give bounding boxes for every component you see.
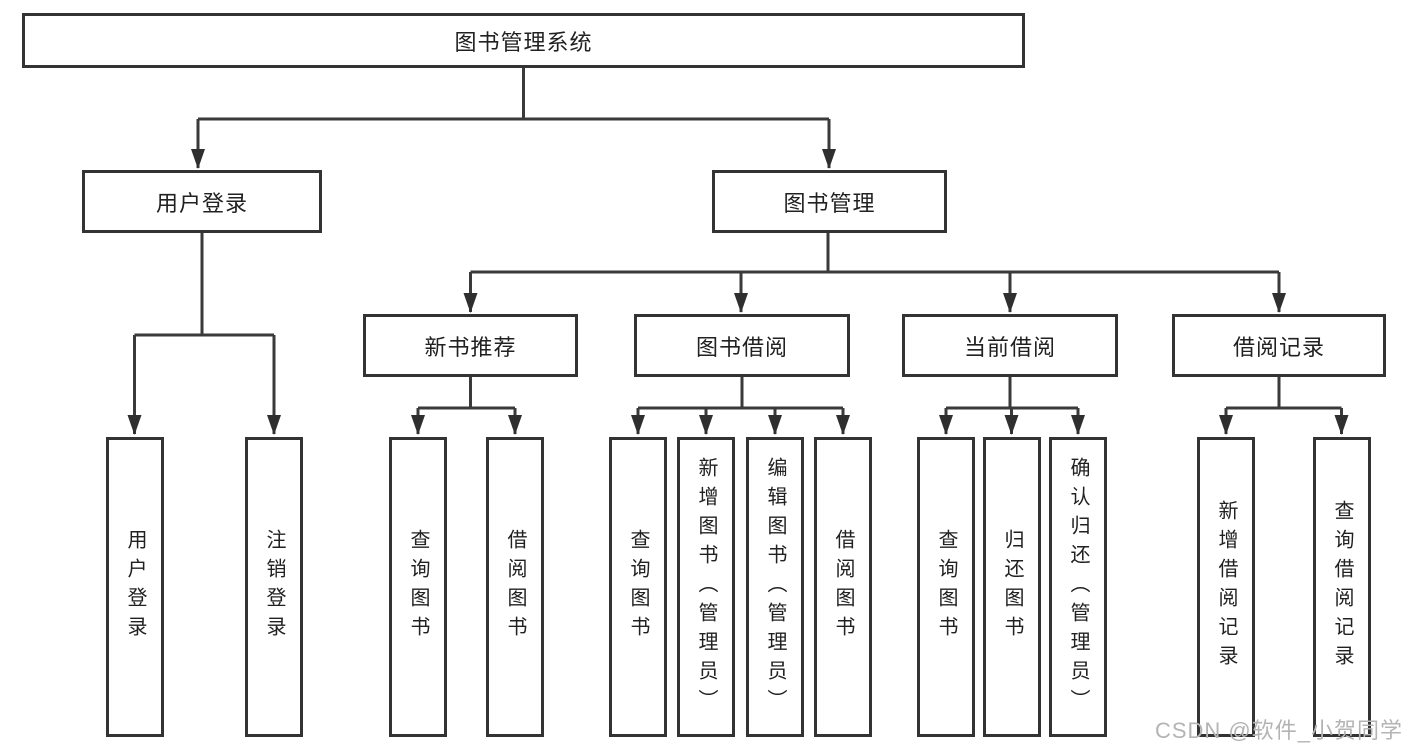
- leaf-label: 新增图书（管理员）: [695, 456, 717, 718]
- leaf-label: 查询借阅记录: [1331, 500, 1353, 674]
- node-new-book-recommend: 新书推荐: [363, 314, 578, 377]
- node-user-login: 用户登录: [82, 170, 322, 233]
- leaf-user-login: 用户登录: [106, 437, 164, 737]
- leaf-label: 借阅图书: [832, 529, 854, 645]
- leaf-borrow-edit-books-admin: 编辑图书（管理员）: [746, 437, 804, 737]
- node-book-management: 图书管理: [712, 170, 947, 233]
- leaf-label: 借阅图书: [504, 529, 526, 645]
- leaf-recommend-query-books: 查询图书: [389, 437, 447, 737]
- leaf-label: 编辑图书（管理员）: [764, 456, 786, 718]
- leaf-label: 查询图书: [407, 529, 429, 645]
- node-book-borrow: 图书借阅: [634, 314, 850, 377]
- leaf-current-return-books: 归还图书: [983, 437, 1041, 737]
- leaf-borrow-add-books-admin: 新增图书（管理员）: [677, 437, 735, 737]
- leaf-label: 注销登录: [263, 529, 285, 645]
- leaf-borrow-borrow-books: 借阅图书: [814, 437, 872, 737]
- leaf-label: 归还图书: [1001, 529, 1023, 645]
- node-borrow-records: 借阅记录: [1172, 314, 1386, 377]
- leaf-label: 查询图书: [627, 529, 649, 645]
- leaf-label: 用户登录: [124, 529, 146, 645]
- leaf-label: 查询图书: [935, 529, 957, 645]
- leaf-records-add-record: 新增借阅记录: [1197, 437, 1255, 737]
- leaf-recommend-borrow-books: 借阅图书: [486, 437, 544, 737]
- leaf-current-query-books: 查询图书: [917, 437, 975, 737]
- leaf-current-confirm-return-admin: 确认归还（管理员）: [1049, 437, 1107, 737]
- leaf-logout-login: 注销登录: [245, 437, 303, 737]
- node-current-borrow: 当前借阅: [902, 314, 1118, 377]
- leaf-label: 确认归还（管理员）: [1067, 456, 1089, 718]
- node-root: 图书管理系统: [22, 13, 1025, 68]
- watermark: CSDN @软件_小贺同学: [1154, 718, 1403, 743]
- leaf-borrow-query-books: 查询图书: [609, 437, 667, 737]
- leaf-records-query-record: 查询借阅记录: [1313, 437, 1371, 737]
- leaf-label: 新增借阅记录: [1215, 500, 1237, 674]
